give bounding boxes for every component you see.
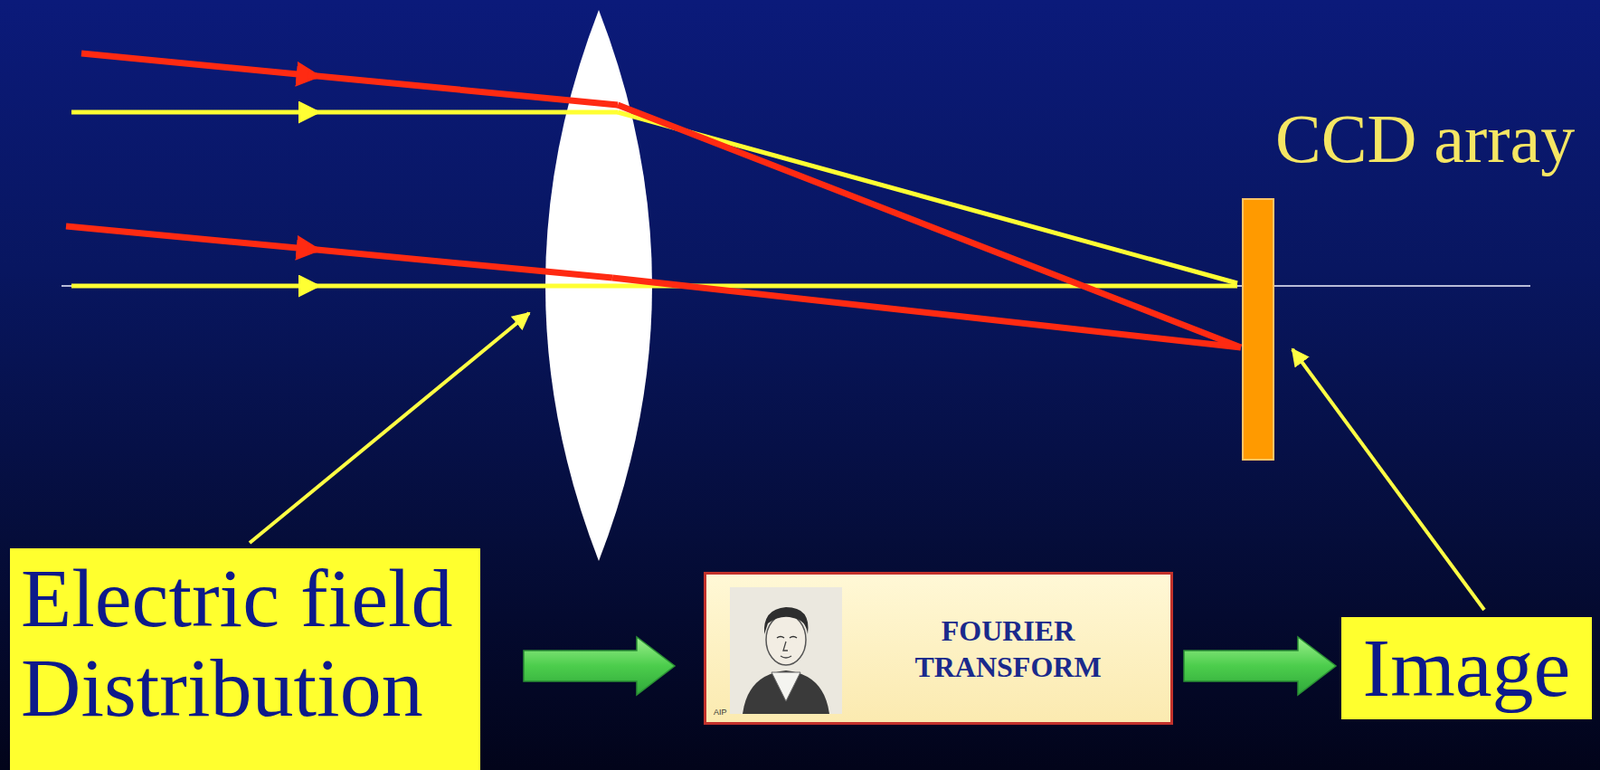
leader-line bbox=[1292, 349, 1485, 610]
credit-text: AIP bbox=[713, 708, 728, 718]
block-arrow bbox=[1183, 636, 1336, 695]
box-text: Electric field Distribution bbox=[20, 553, 470, 734]
box-text: FOURIER TRANSFORM bbox=[908, 612, 1108, 685]
ccd-label: CCD array bbox=[1275, 101, 1575, 178]
red-rays bbox=[66, 53, 1241, 348]
input-box: Electric field Distribution bbox=[9, 548, 481, 770]
portrait-picture bbox=[729, 586, 843, 714]
box-text: Image bbox=[1353, 622, 1580, 714]
optical-axis bbox=[61, 284, 1531, 287]
block-arrow bbox=[523, 636, 675, 695]
transform-box: FOURIER TRANSFORM AIP bbox=[703, 571, 1174, 725]
yellow-rays bbox=[71, 112, 1238, 286]
leader-line bbox=[249, 312, 530, 543]
ccd-array-bar bbox=[1242, 198, 1274, 460]
output-box: Image bbox=[1341, 616, 1592, 720]
